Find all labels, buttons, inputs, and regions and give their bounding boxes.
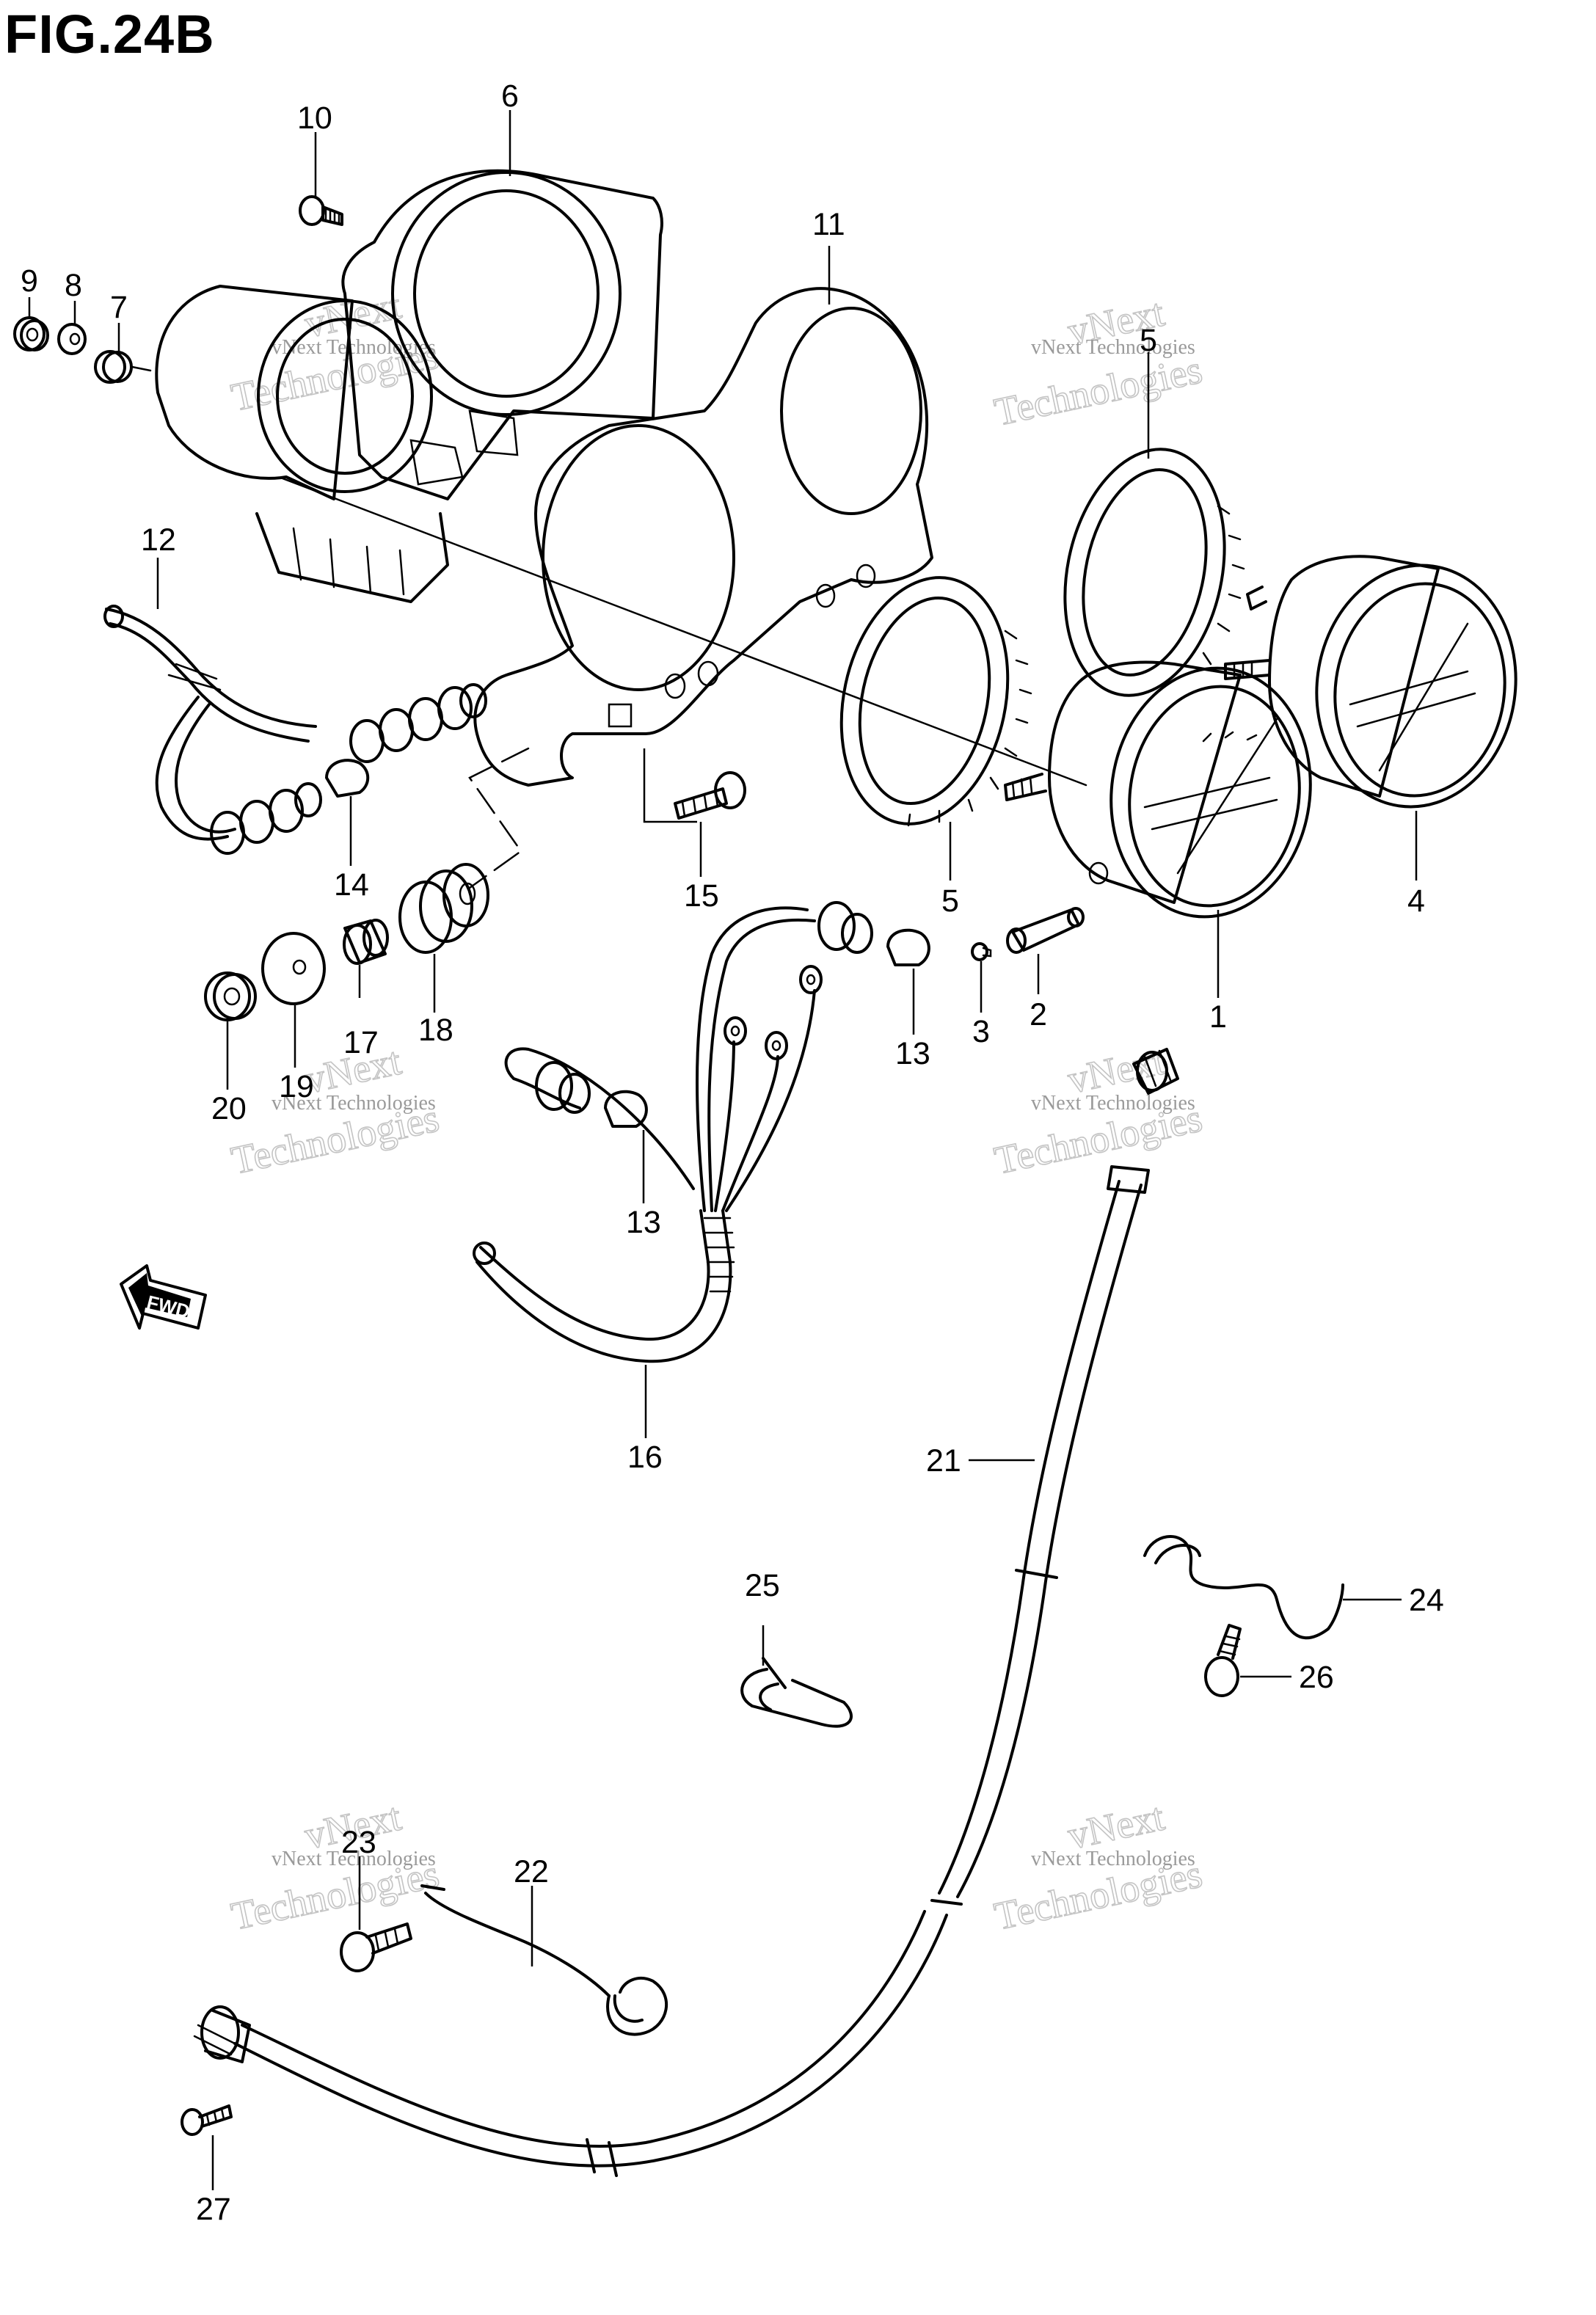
callout-9: 9 — [21, 263, 38, 299]
watermark-caption: vNext Technologies — [272, 1092, 436, 1115]
callout-21: 21 — [926, 1443, 961, 1479]
part-14-bulb — [325, 759, 370, 798]
watermark-caption: vNext Technologies — [1031, 336, 1195, 359]
callout-8: 8 — [65, 268, 82, 303]
callout-7: 7 — [110, 290, 128, 325]
callout-leaders — [28, 110, 1418, 2190]
watermark-caption: vNext Technologies — [272, 336, 436, 359]
callout-12: 12 — [141, 522, 176, 558]
part-27-screw — [181, 2104, 233, 2136]
callout-5-upper: 5 — [1140, 323, 1157, 358]
part-6-meter-case — [155, 169, 663, 603]
part-16-wiring-harness — [473, 901, 873, 1363]
watermark-caption: vNext Technologies — [1031, 1092, 1195, 1115]
callout-2: 2 — [1030, 997, 1047, 1032]
part-10-screw — [299, 195, 343, 226]
part-9-nut — [13, 316, 49, 351]
part-21-speedometer-cable — [193, 1048, 1179, 2177]
part-4-tachometer — [1224, 555, 1517, 809]
watermark-brand-2: Technologies — [991, 347, 1206, 434]
part-18-grommet — [398, 863, 489, 954]
callout-labels: 10 6 11 9 8 7 12 5 4 5 1 2 3 14 15 13 13… — [21, 79, 1444, 2227]
callout-25: 25 — [745, 1568, 780, 1603]
part-23-bolt — [340, 1922, 412, 1972]
callout-6: 6 — [501, 79, 519, 114]
callout-23: 23 — [341, 1825, 376, 1860]
part-20-nut — [204, 971, 257, 1021]
part-1-speedometer — [1004, 660, 1312, 919]
callout-15: 15 — [684, 878, 719, 914]
callout-13-lower: 13 — [626, 1205, 661, 1240]
callout-1: 1 — [1209, 999, 1227, 1035]
callout-16: 16 — [627, 1440, 663, 1475]
part-8-washer — [57, 323, 87, 355]
part-13-bulb-upper — [886, 928, 930, 966]
callout-22: 22 — [514, 1854, 549, 1889]
part-12-wiring-harness — [103, 605, 487, 855]
part-11-bezel-plate — [473, 287, 933, 787]
part-3-screw — [971, 942, 992, 961]
watermark-mid-right: vNext Technologies vNext Technologies — [990, 1038, 1206, 1184]
fwd-label: FWD — [145, 1291, 192, 1322]
callout-17: 17 — [343, 1025, 379, 1060]
watermark-bottom-left: vNext Technologies vNext Technologies — [227, 1794, 443, 1939]
harness-sockets-lower — [210, 782, 322, 855]
callout-10: 10 — [297, 101, 332, 136]
callout-3: 3 — [972, 1014, 990, 1049]
part-17-collar — [343, 919, 389, 965]
callout-24: 24 — [1409, 1583, 1444, 1618]
callout-18: 18 — [418, 1013, 453, 1048]
part-13-bulb-lower — [604, 1090, 648, 1128]
watermark-bottom-right: vNext Technologies vNext Technologies — [990, 1794, 1206, 1939]
part-24-wire-clip — [1143, 1535, 1344, 1640]
part-15-bolt — [674, 771, 746, 820]
watermark-mid-left: vNext Technologies vNext Technologies — [227, 1038, 443, 1184]
harness-sockets-upper — [349, 683, 487, 763]
watermark-top-right: vNext Technologies vNext Technologies — [990, 290, 1206, 435]
part-5-ring-front — [839, 576, 1032, 827]
callout-27: 27 — [196, 2192, 231, 2227]
callout-11: 11 — [812, 207, 845, 242]
part-26-bolt — [1204, 1624, 1242, 1697]
watermark-caption: vNext Technologies — [272, 1848, 436, 1870]
callout-5-lower: 5 — [941, 883, 959, 919]
part-22-cable-guide — [420, 1884, 668, 2036]
part-5-ring-rear — [1063, 448, 1245, 697]
part-2-bulb-socket — [1006, 907, 1085, 954]
callout-19: 19 — [279, 1069, 314, 1104]
callout-4: 4 — [1407, 883, 1425, 919]
assembly-connection-line — [468, 747, 530, 889]
figure-title: FIG.24B — [4, 4, 215, 65]
assembly-axis-line — [281, 477, 1087, 787]
watermark-caption: vNext Technologies — [1031, 1848, 1195, 1870]
part-15-mount-line — [643, 748, 697, 823]
fwd-direction-marker: FWD — [120, 1264, 207, 1330]
callout-13-upper: 13 — [895, 1036, 930, 1071]
callout-14: 14 — [334, 867, 369, 903]
part-19-washer — [261, 932, 326, 1005]
part-7-cushion — [94, 350, 152, 384]
part-25-clamp — [740, 1657, 853, 1728]
callout-20: 20 — [211, 1091, 247, 1126]
callout-26: 26 — [1299, 1660, 1334, 1695]
